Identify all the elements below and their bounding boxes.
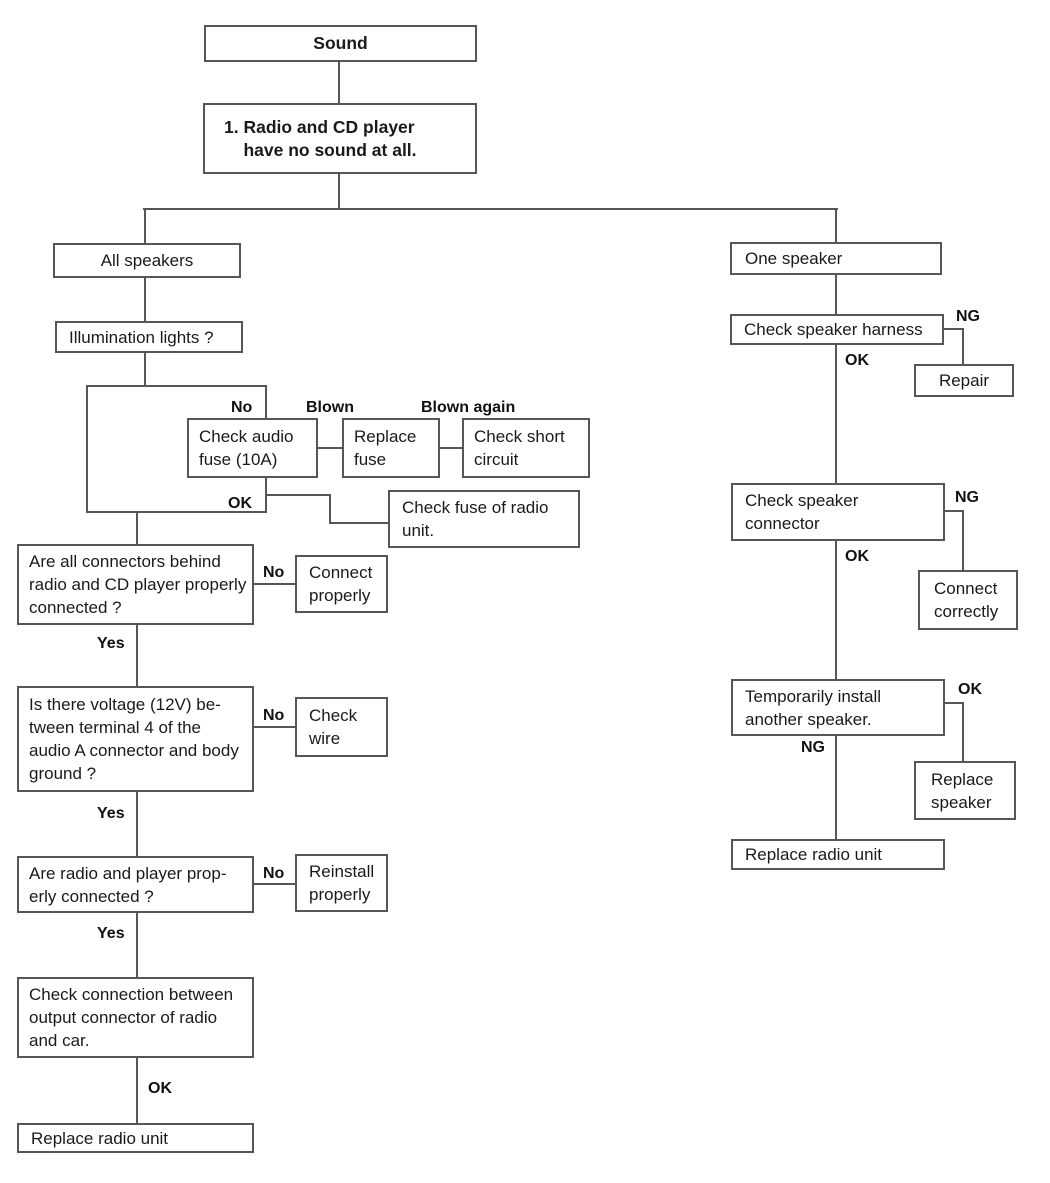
node-check-short-circuit-label: Check short circuit — [474, 427, 565, 469]
node-check-short-circuit: Check short circuit — [462, 418, 590, 478]
connector-ok-step-1 — [265, 494, 331, 496]
connector-yes-3 — [136, 913, 138, 977]
node-check-speaker-connector-label: Check speaker connector — [745, 491, 859, 533]
node-all-speakers-label: All speakers — [100, 251, 194, 270]
connector-no-3 — [254, 883, 295, 885]
edge-label-yes-3: Yes — [97, 925, 125, 942]
connector-ok-3-v — [962, 702, 964, 761]
connector-loop-to-connectors-q — [136, 513, 138, 544]
node-one-speaker: One speaker — [730, 242, 942, 275]
node-check-speaker-harness-label: Check speaker harness — [744, 320, 923, 339]
node-replace-radio-unit-right-label: Replace radio unit — [745, 845, 883, 864]
node-illumination-lights: Illumination lights ? — [55, 321, 243, 353]
node-voltage-question-label: Is there voltage (12V) be- tween termina… — [29, 695, 239, 783]
node-repair-label: Repair — [938, 371, 990, 390]
connector-split-to-one-speaker — [835, 208, 837, 242]
node-all-speakers: All speakers — [53, 243, 241, 278]
node-reinstall-properly-label: Reinstall properly — [309, 862, 375, 904]
node-repair: Repair — [914, 364, 1014, 397]
node-replace-fuse-label: Replace fuse — [354, 427, 417, 469]
node-connectors-question-label: Are all connectors behind radio and CD p… — [29, 552, 247, 617]
connector-ok-connector-down — [835, 541, 837, 679]
edge-label-ng-1: NG — [956, 308, 980, 325]
connector-ok-step-2 — [329, 494, 331, 524]
connector-ng-1-h — [942, 328, 964, 330]
node-connectors-question: Are all connectors behind radio and CD p… — [17, 544, 254, 625]
node-replace-speaker-label: Replace speaker — [931, 769, 994, 812]
node-one-speaker-label: One speaker — [745, 249, 843, 268]
node-connect-properly-label: Connect properly — [309, 563, 373, 605]
connector-no-1 — [254, 583, 295, 585]
edge-label-yes-2: Yes — [97, 805, 125, 822]
edge-label-ok-1: OK — [845, 352, 869, 369]
connector-sound-to-problem — [338, 62, 340, 104]
node-problem-statement-label: 1. Radio and CD player have no sound at … — [224, 116, 417, 160]
connector-split-horizontal — [143, 208, 838, 210]
node-sound: Sound — [204, 25, 477, 62]
edge-label-blown: Blown — [306, 399, 354, 416]
connector-ok-harness-down — [835, 345, 837, 483]
node-check-fuse-of-radio-unit-label: Check fuse of radio unit. — [402, 498, 549, 540]
edge-label-ok-2: OK — [845, 548, 869, 565]
edge-label-ok-fuse: OK — [228, 495, 252, 512]
node-illumination-lights-label: Illumination lights ? — [69, 327, 214, 347]
node-check-wire: Check wire — [295, 697, 388, 757]
node-replace-radio-unit-left: Replace radio unit — [17, 1123, 254, 1153]
node-check-audio-fuse: Check audio fuse (10A) — [187, 418, 318, 478]
connector-ok-step-3 — [329, 522, 388, 524]
node-problem-statement: 1. Radio and CD player have no sound at … — [203, 103, 477, 174]
node-connect-correctly-label: Connect correctly — [934, 579, 999, 621]
edge-label-ng-2: NG — [955, 489, 979, 506]
connector-split-to-all-speakers — [144, 208, 146, 245]
connector-yes-2 — [136, 792, 138, 856]
connector-ng-temp-down — [835, 736, 837, 839]
connector-illumination-to-loop — [144, 353, 146, 385]
node-check-connection: Check connection between output connecto… — [17, 977, 254, 1058]
node-replace-radio-unit-left-label: Replace radio unit — [31, 1128, 169, 1148]
node-check-speaker-harness: Check speaker harness — [730, 314, 944, 345]
node-reinstall-properly: Reinstall properly — [295, 854, 388, 912]
connector-ok-left — [136, 1058, 138, 1123]
connector-blown-again — [440, 447, 462, 449]
connector-blown — [318, 447, 342, 449]
edge-label-no-3: No — [263, 865, 285, 882]
connector-problem-to-split — [338, 174, 340, 210]
edge-label-no-1: No — [263, 564, 285, 581]
node-check-fuse-of-radio-unit: Check fuse of radio unit. — [388, 490, 580, 548]
connector-no-2 — [254, 726, 295, 728]
connector-ng-1-v — [962, 328, 964, 364]
node-connect-properly: Connect properly — [295, 555, 388, 613]
connector-ok-3-h — [945, 702, 964, 704]
node-check-audio-fuse-label: Check audio fuse (10A) — [199, 427, 294, 469]
node-check-wire-label: Check wire — [309, 706, 358, 748]
node-replace-radio-unit-right: Replace radio unit — [731, 839, 945, 870]
edge-label-blown-again: Blown again — [421, 399, 516, 416]
node-replace-fuse: Replace fuse — [342, 418, 440, 478]
node-temporarily-install-speaker: Temporarily install another speaker. — [731, 679, 945, 736]
node-check-speaker-connector: Check speaker connector — [731, 483, 945, 541]
node-voltage-question: Is there voltage (12V) be- tween termina… — [17, 686, 254, 792]
node-connect-correctly: Connect correctly — [918, 570, 1018, 630]
connector-one-speaker-to-harness — [835, 274, 837, 314]
connector-all-speakers-to-illumination — [144, 278, 146, 321]
node-radio-player-question-label: Are radio and player prop- erly connecte… — [29, 863, 227, 906]
node-sound-label: Sound — [313, 33, 368, 53]
edge-label-ng-3: NG — [801, 739, 825, 756]
edge-label-ok-3: OK — [958, 681, 982, 698]
connector-ng-2-h — [945, 510, 964, 512]
node-radio-player-question: Are radio and player prop- erly connecte… — [17, 856, 254, 913]
edge-label-no-fuse: No — [231, 399, 253, 416]
node-replace-speaker: Replace speaker — [914, 761, 1016, 820]
connector-ng-2-v — [962, 510, 964, 570]
edge-label-no-2: No — [263, 707, 285, 724]
connector-yes-1 — [136, 625, 138, 686]
edge-label-yes-1: Yes — [97, 635, 125, 652]
node-check-connection-label: Check connection between output connecto… — [29, 985, 234, 1050]
edge-label-ok-left: OK — [148, 1080, 172, 1097]
node-temporarily-install-speaker-label: Temporarily install another speaker. — [745, 686, 882, 729]
